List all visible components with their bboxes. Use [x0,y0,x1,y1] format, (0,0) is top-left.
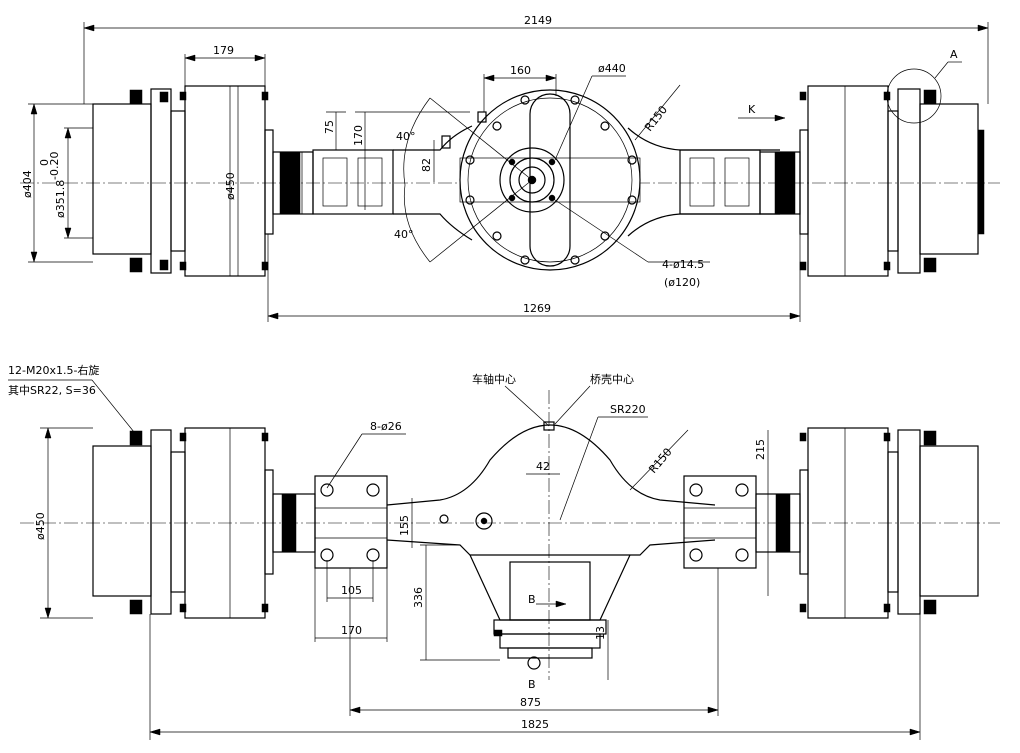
dim-dia-440: ø440 [598,62,626,75]
detail-a-circle [886,68,942,124]
top-right-wheel-end [799,85,985,277]
dim-150: 150 [288,172,301,193]
dim-dia-450-front: ø450 [34,512,47,540]
dim-75: 75 [323,120,336,134]
wheel-center-label: 车轴中心 [472,372,516,386]
top-right-drum [807,85,889,277]
top-left-wheel-end [92,85,274,277]
top-view: A K 2149 179 160 ø440 R150 [20,14,1000,322]
front-left-hub [92,445,152,597]
dim-155: 155 [398,515,411,536]
dim-r150-front: R150 [646,446,674,476]
dim-160: 160 [510,64,531,77]
dim-105: 105 [341,584,362,597]
top-left-bolt-head-upper [129,89,143,105]
dim-tol-upper: 0 [38,159,51,166]
dim-dia-351: ø351.8 [54,180,67,218]
dim-1269: 1269 [523,302,551,315]
top-left-spring-seat [312,149,394,215]
dim-1825: 1825 [521,718,549,731]
dim-336: 336 [412,587,425,608]
dim-angle-upper: 40° [396,130,416,143]
dim-sr220: SR220 [610,403,646,416]
dim-dia-404: ø404 [21,170,34,198]
dim-215: 215 [754,439,767,460]
front-right-spring-seat [683,475,757,569]
top-left-hub [92,103,152,255]
dim-2149: 2149 [524,14,552,27]
top-left-bolt-head-lower [129,257,143,273]
dim-holes-pcd: (ø120) [664,276,700,289]
dim-angle-lower: 40° [394,228,414,241]
dim-holes: 4-ø14.5 [662,258,704,271]
dim-42: 42 [536,460,550,473]
dim-13: 13 [594,626,607,640]
bolt-note-line2: 其中SR22, S=36 [8,384,96,397]
dim-82: 82 [420,158,433,172]
top-right-spring-seat [679,149,761,215]
front-view: 12-M20x1.5-右旋 其中SR22, S=36 车轴中心 桥壳中心 SR2… [8,363,1000,740]
top-right-tube [627,127,801,237]
top-left-flange [150,88,172,274]
front-right-hub [919,445,979,597]
section-b-upper: B [528,593,536,606]
top-left-spacer [170,110,186,252]
front-left-spring-seat [314,475,388,569]
view-arrow-label: K [748,103,756,116]
dim-875: 875 [520,696,541,709]
axle-center-label: 桥壳中心 [590,372,634,386]
detail-a-label: A [950,48,958,61]
top-left-tube [272,125,473,241]
dim-179: 179 [213,44,234,57]
top-right-flange [897,88,921,274]
dim-tol-lower: -0.20 [48,152,61,180]
front-housing-profile [386,424,716,556]
dim-r150-top: R150 [642,103,670,134]
dim-170: 170 [352,125,365,146]
dim-dia-450-top: ø450 [224,172,237,200]
section-b-lower: B [528,678,536,691]
bolt-note-line1: 12-M20x1.5-右旋 [8,363,99,377]
dim-170-front: 170 [341,624,362,637]
front-right-wheel-end [799,427,979,619]
dim-8-holes: 8-ø26 [370,420,402,433]
top-right-hub [919,103,979,255]
top-center-housing [459,89,641,271]
top-housing-circle [459,89,641,271]
